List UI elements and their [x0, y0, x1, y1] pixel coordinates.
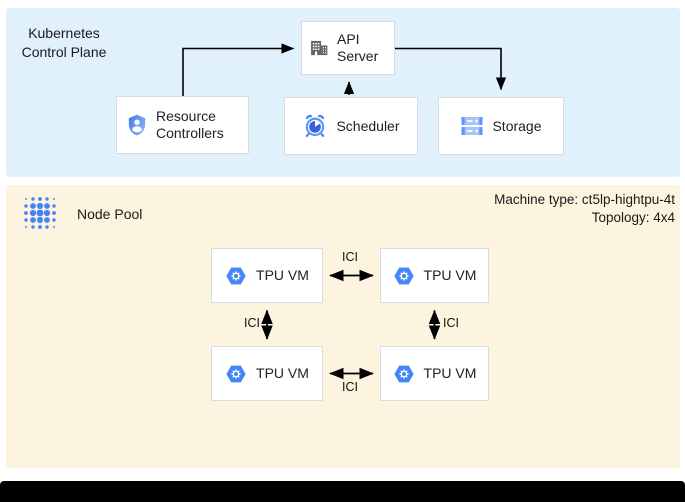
gke-hexagon-icon	[225, 265, 247, 287]
ici-label-bottom: ICI	[342, 380, 358, 394]
api-server-label: API Server	[337, 31, 379, 64]
scheduler-label: Scheduler	[336, 117, 400, 134]
node-pool-panel	[6, 185, 680, 468]
storage-label: Storage	[492, 117, 542, 134]
shield-user-icon	[125, 113, 149, 137]
gke-hexagon-icon	[225, 363, 247, 385]
tpu-vm-box-top-right: TPU VM	[380, 248, 489, 303]
ici-label-top: ICI	[342, 250, 358, 264]
tpu-vm-label: TPU VM	[256, 267, 309, 283]
ici-label-right: ICI	[443, 316, 459, 330]
node-pool-dots-icon	[22, 194, 58, 232]
resource-controllers-label: Resource Controllers	[156, 108, 224, 141]
building-icon	[309, 38, 329, 58]
tpu-vm-box-bottom-right: TPU VM	[380, 346, 489, 401]
control-plane-title: Kubernetes Control Plane	[21, 25, 107, 60]
gke-hexagon-icon	[393, 265, 415, 287]
tpu-vm-box-top-left: TPU VM	[211, 248, 323, 303]
tpu-vm-label: TPU VM	[256, 365, 309, 381]
tpu-vm-label: TPU VM	[423, 267, 477, 283]
api-server-box: API Server	[301, 21, 395, 75]
tpu-vm-box-bottom-left: TPU VM	[211, 346, 323, 401]
machine-info: Machine type: ct5lp-hightpu-4t Topology:…	[494, 191, 675, 227]
node-pool-title: Node Pool	[77, 206, 143, 222]
topology-text: Topology: 4x4	[591, 210, 675, 225]
tpu-vm-label: TPU VM	[423, 365, 477, 381]
storage-box: Storage	[438, 97, 564, 155]
storage-disks-icon	[460, 115, 484, 137]
bottom-edge-bar	[0, 481, 685, 502]
scheduler-box: Scheduler	[284, 97, 418, 155]
ici-label-left: ICI	[244, 316, 260, 330]
machine-type-text: Machine type: ct5lp-hightpu-4t	[494, 192, 675, 207]
gke-hexagon-icon	[393, 363, 415, 385]
alarm-clock-icon	[302, 113, 328, 139]
resource-controllers-box: Resource Controllers	[116, 96, 249, 154]
